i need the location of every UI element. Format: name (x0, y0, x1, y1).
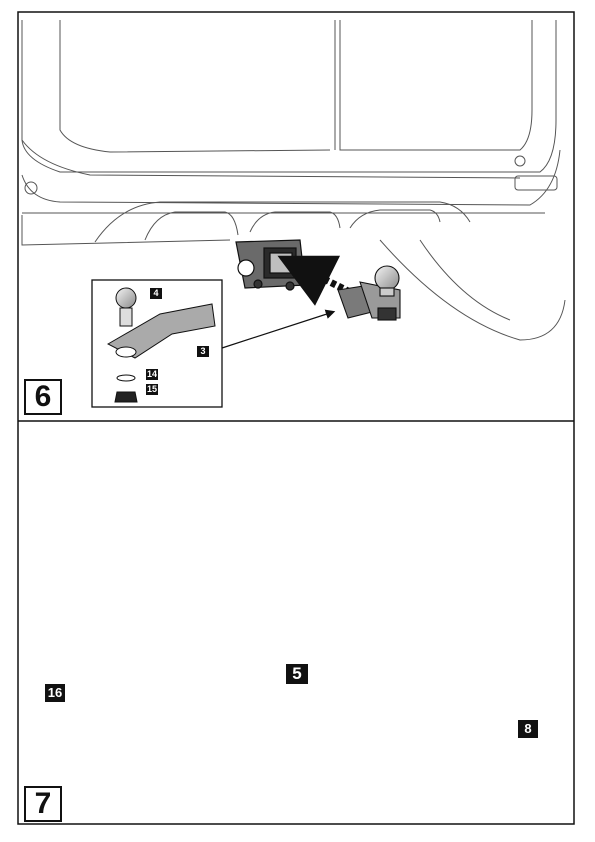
receiver-housing (235, 239, 306, 291)
part-label-ball: 4 (150, 288, 162, 299)
page-frame (17, 11, 575, 825)
part-label-bolt: 5 (286, 664, 308, 684)
part-label-nut: 15 (146, 384, 158, 395)
parts-detail (106, 287, 216, 403)
step-7-number: 7 (24, 786, 62, 822)
part-label-washer: 14 (146, 369, 158, 380)
insertion-arrow (277, 255, 352, 306)
part-label-pin: 8 (518, 720, 538, 738)
step-6-number: 6 (24, 379, 62, 415)
detail-pointer-arrow (221, 309, 336, 349)
panel-6 (21, 20, 566, 408)
part-label-clip: 16 (45, 684, 65, 702)
ball-mount-assembly (337, 265, 401, 321)
part-label-bar: 3 (197, 346, 209, 357)
car-rear-view (21, 20, 566, 341)
